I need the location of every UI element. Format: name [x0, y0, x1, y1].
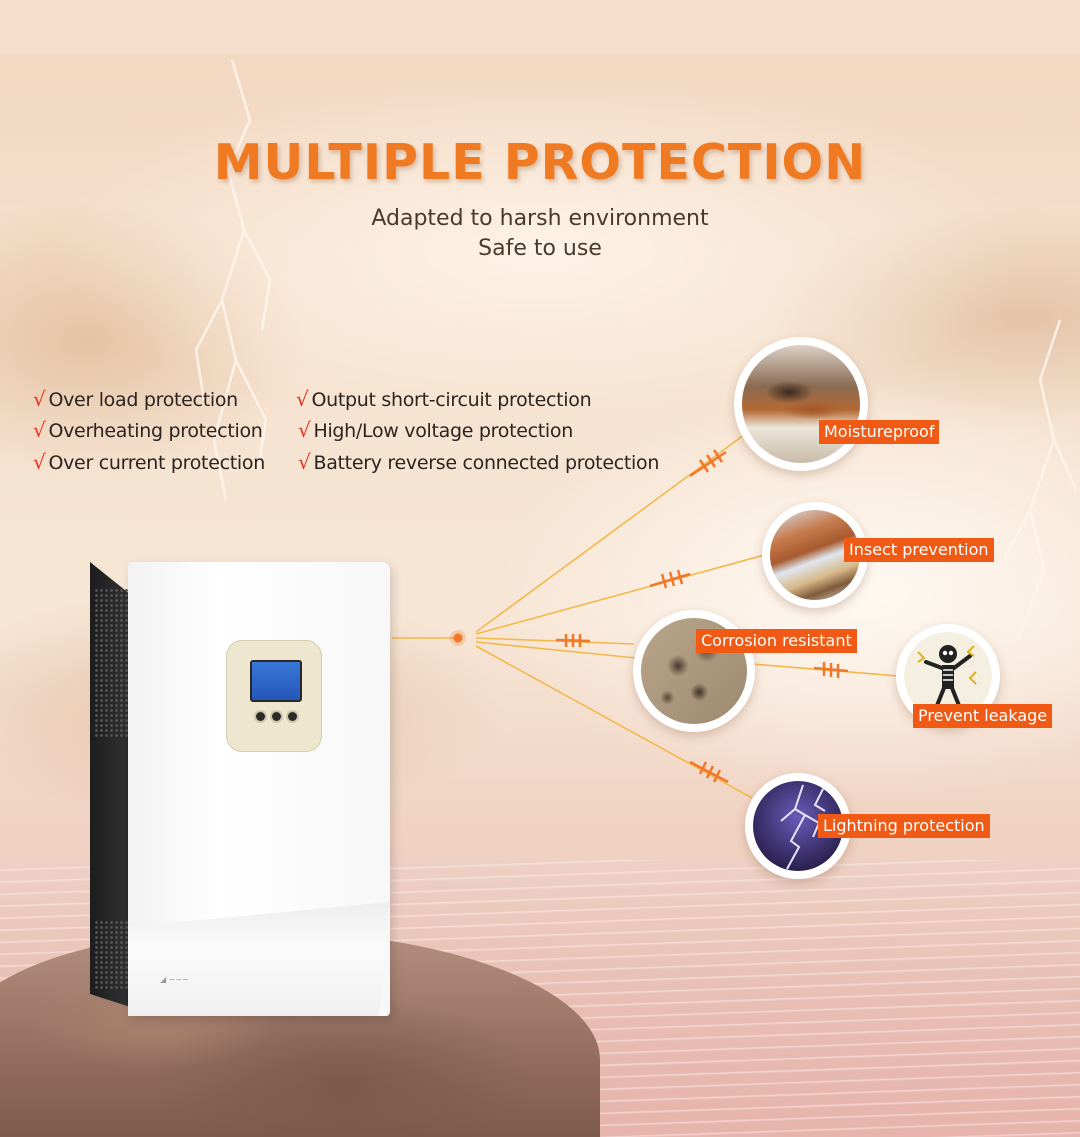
feature-item: √Over current protection	[33, 450, 265, 474]
check-icon: √	[33, 418, 46, 442]
page-title: MULTIPLE PROTECTION	[213, 134, 867, 191]
lightning-protection-tag: Lightning protection	[818, 814, 990, 838]
brand-logo: ◢ ~~~	[160, 975, 189, 984]
check-icon: √	[298, 450, 311, 474]
corrosion-resistant-tag: Corrosion resistant	[696, 629, 857, 653]
feature-item: √Overheating protection	[33, 418, 263, 442]
lcd-display	[250, 660, 302, 702]
feature-item: √Battery reverse connected protection	[298, 450, 660, 474]
check-icon: √	[296, 387, 309, 411]
check-icon: √	[33, 387, 46, 411]
panel-button	[256, 712, 265, 721]
moistureproof-tag: Moisturepro​of	[819, 420, 940, 444]
feature-item: √High/Low voltage protection	[298, 418, 573, 442]
feature-item: √Over load protection	[33, 387, 238, 411]
top-band	[0, 0, 1080, 54]
check-icon: √	[298, 418, 311, 442]
panel-button	[272, 712, 281, 721]
rusted-metal-icon	[742, 345, 860, 463]
insect-prevention-tag: Insect prevention	[844, 538, 994, 562]
panel-button	[288, 712, 297, 721]
prevent-leakage-tag: Prevent leakage	[913, 704, 1053, 728]
subtitle-line-2: Safe to use	[478, 236, 602, 261]
fuse-marker-icons	[555, 449, 849, 784]
vent-grille	[94, 920, 130, 990]
moistureproof-circle	[734, 337, 868, 471]
subtitle-line-1: Adapted to harsh environment	[371, 206, 709, 231]
feature-item: √Output short-circuit protection	[296, 387, 592, 411]
check-icon: √	[33, 450, 46, 474]
vent-grille	[94, 588, 130, 738]
